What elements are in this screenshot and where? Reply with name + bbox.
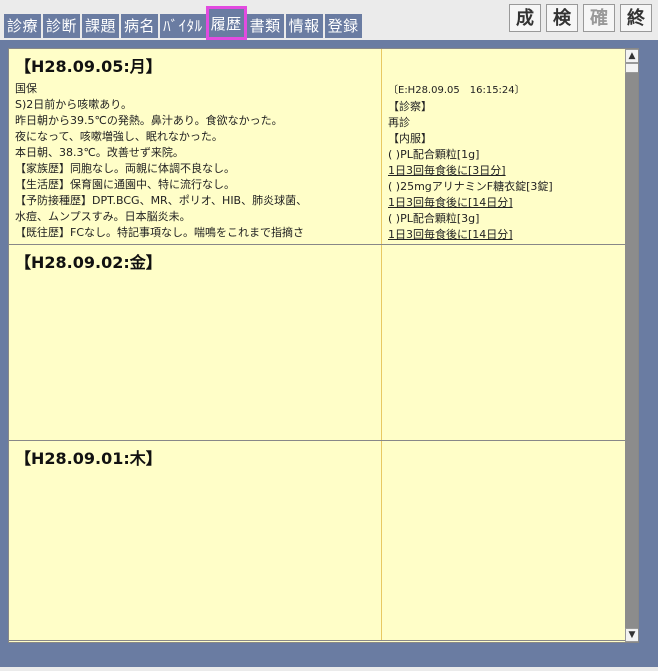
- entry-notes: 【H28.09.02:金】: [9, 245, 381, 440]
- note-line: 【既往歴】FCなし。特記事項なし。喘鳴をこれまで指摘さ: [15, 226, 305, 239]
- note-line: 国保: [15, 82, 37, 95]
- tab-bar: 診療診断課題病名ﾊﾞｲﾀﾙ履歴書類情報登録: [4, 6, 364, 40]
- note-line: S)2日前から咳嗽あり。: [15, 98, 133, 111]
- tab-byomei[interactable]: 病名: [121, 14, 159, 38]
- search-button[interactable]: 検: [546, 4, 578, 32]
- tab-rireki[interactable]: 履歴: [205, 6, 247, 40]
- entry-orders: [381, 441, 625, 640]
- entry-orders: [381, 245, 625, 440]
- tab-shinryo[interactable]: 診療: [4, 14, 42, 38]
- order-line: 再診: [388, 116, 410, 129]
- note-line: 水痘、ムンプスすみ。日本脳炎未。: [15, 210, 191, 223]
- scroll-down-button[interactable]: ▼: [625, 628, 638, 642]
- order-line: ( )PL配合顆粒[3g]: [388, 212, 480, 225]
- note-line: 本日朝、38.3℃。改善せず来院。: [15, 146, 184, 159]
- entry-date[interactable]: 【H28.09.05:月】: [15, 57, 162, 76]
- history-panel: 【H28.09.01:木】【H28.09.02:金】【H28.09.05:月】国…: [8, 48, 639, 643]
- order-line: 【診察】: [388, 100, 432, 113]
- note-line: 【予防接種歴】DPT.BCG、MR、ポリオ、HIB、肺炎球菌、: [15, 194, 308, 207]
- order-dosage-link[interactable]: 1日3回毎食後に[3日分]: [388, 164, 506, 177]
- entry-notes: 【H28.09.01:木】: [9, 441, 381, 640]
- tab-toroku[interactable]: 登録: [324, 14, 362, 38]
- end-button[interactable]: 終: [620, 4, 652, 32]
- tab-shorui[interactable]: 書類: [246, 14, 284, 38]
- note-line: 夜になって、咳嗽増強し、眠れなかった。: [15, 130, 223, 143]
- note-line: 昨日朝から39.5℃の発熱。鼻汁あり。食欲なかった。: [15, 114, 283, 127]
- scroll-up-button[interactable]: ▲: [625, 49, 638, 63]
- scroll-thumb[interactable]: [625, 63, 638, 73]
- entry-date[interactable]: 【H28.09.02:金】: [15, 253, 162, 272]
- complete-button[interactable]: 成: [509, 4, 541, 32]
- entry-date[interactable]: 【H28.09.01:木】: [15, 449, 162, 468]
- history-entry: 【H28.09.01:木】: [9, 441, 625, 641]
- order-dosage-link[interactable]: 1日3回毎食後に[14日分]: [388, 228, 513, 241]
- tab-vital[interactable]: ﾊﾞｲﾀﾙ: [160, 14, 206, 38]
- note-line: 【生活歴】保育園に通園中、特に流行なし。: [15, 178, 235, 191]
- history-entry: 【H28.09.02:金】: [9, 245, 625, 441]
- entry-orders: 〔E:H28.09.05 16:15:24〕【診察】再診【内服】 ( )PL配合顆…: [381, 49, 625, 244]
- top-buttons: 成検確終: [504, 4, 652, 32]
- history-entry: 【H28.09.05:月】国保 S)2日前から咳嗽あり。昨日朝から39.5℃の発熱…: [9, 49, 625, 245]
- vertical-scrollbar[interactable]: ▲ ▼: [625, 49, 638, 642]
- order-dosage-link[interactable]: 1日3回毎食後に[14日分]: [388, 196, 513, 209]
- note-line: 【家族歴】同胞なし。両親に体調不良なし。: [15, 162, 235, 175]
- tab-joho[interactable]: 情報: [285, 14, 323, 38]
- order-line: ( )25mgアリナミンF糖衣錠[3錠]: [388, 180, 553, 193]
- order-line: 【内服】: [388, 132, 432, 145]
- tab-kadai[interactable]: 課題: [82, 14, 120, 38]
- order-line: 〔E:H28.09.05 16:15:24〕: [388, 85, 525, 96]
- tab-shindan[interactable]: 診断: [43, 14, 81, 38]
- order-line: ( )PL配合顆粒[1g]: [388, 148, 480, 161]
- confirm-button[interactable]: 確: [583, 4, 615, 32]
- entry-notes: 【H28.09.05:月】国保 S)2日前から咳嗽あり。昨日朝から39.5℃の発熱…: [9, 49, 381, 244]
